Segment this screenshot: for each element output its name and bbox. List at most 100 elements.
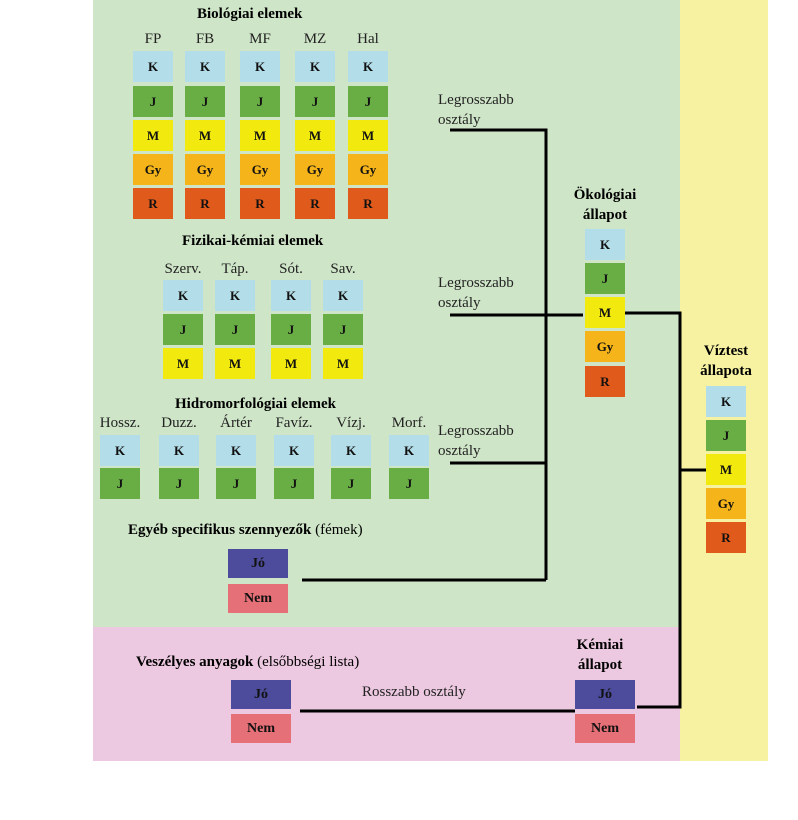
biological-class-box: M — [295, 120, 335, 151]
hydromorph-column-label: Hossz. — [99, 415, 141, 431]
specific-good-box: Jó — [228, 549, 288, 578]
waterbody-class-box: Gy — [706, 488, 746, 519]
worst-class-note-line2: osztály — [438, 443, 481, 459]
physchem-class-box: K — [323, 280, 363, 311]
biological-class-box: R — [240, 188, 280, 219]
biological-title: Biológiai elemek — [197, 6, 303, 22]
biological-column-label: MZ — [303, 31, 327, 47]
hazardous-bad-box: Nem — [231, 714, 291, 743]
biological-class-box: M — [240, 120, 280, 151]
physchem-class-box: J — [271, 314, 311, 345]
hazardous-title-normal: (elsőbbségi lista) — [257, 654, 360, 670]
ecological-class-box: K — [585, 229, 625, 260]
chemical-title: Kémiai állapot — [562, 635, 638, 675]
physchem-column-label: Táp. — [221, 261, 249, 277]
biological-class-box: K — [185, 51, 225, 82]
hazardous-good-box: Jó — [231, 680, 291, 709]
biological-class-box: M — [133, 120, 173, 151]
biological-class-box: K — [348, 51, 388, 82]
chemical-title-line1: Kémiai — [576, 637, 624, 653]
eco-to-waterbody-connector — [625, 311, 706, 472]
worst-class-note-line2: osztály — [438, 112, 481, 128]
waterbody-title-line1: Víztest — [703, 343, 749, 359]
hydromorph-class-box: J — [331, 468, 371, 499]
physchem-class-box: M — [215, 348, 255, 379]
ecological-title-line2: állapot — [582, 207, 628, 223]
ecological-class-box: Gy — [585, 331, 625, 362]
specific-title-normal: (fémek) — [315, 522, 363, 538]
hazardous-title: Veszélyes anyagok (elsőbbségi lista) — [136, 654, 359, 671]
hydromorph-column-label: Ártér — [220, 415, 252, 431]
chemical-title-line2: állapot — [577, 657, 623, 673]
biological-class-box: K — [133, 51, 173, 82]
physchem-class-box: K — [163, 280, 203, 311]
worst-class-note-line2: osztály — [438, 295, 481, 311]
biological-column-label: Hal — [357, 31, 379, 47]
biological-class-box: J — [348, 86, 388, 117]
hazardous-title-bold: Veszélyes anyagok — [136, 654, 254, 670]
waterbody-class-box: R — [706, 522, 746, 553]
biological-class-box: M — [185, 120, 225, 151]
hydromorph-class-box: K — [274, 435, 314, 466]
physchem-column-label: Szerv. — [164, 261, 202, 277]
hydromorph-column-label: Favíz. — [275, 415, 313, 431]
biological-class-box: J — [240, 86, 280, 117]
physchem-class-box: K — [271, 280, 311, 311]
ecological-class-box: J — [585, 263, 625, 294]
specific-title-bold: Egyéb specifikus szennyezők — [128, 522, 312, 538]
physchem-class-box: J — [163, 314, 203, 345]
hydromorph-column-label: Duzz. — [161, 415, 197, 431]
biological-class-box: R — [295, 188, 335, 219]
specific-bad-box: Nem — [228, 584, 288, 613]
biological-class-box: Gy — [348, 154, 388, 185]
hydromorph-class-box: K — [100, 435, 140, 466]
chemical-bad-box: Nem — [575, 714, 635, 743]
physchem-title: Fizikai-kémiai elemek — [182, 233, 324, 249]
hydromorph-class-box: J — [274, 468, 314, 499]
physchem-class-box: M — [271, 348, 311, 379]
waterbody-class-box: J — [706, 420, 746, 451]
biological-class-box: J — [185, 86, 225, 117]
hydromorph-title: Hidromorfológiai elemek — [175, 396, 336, 412]
biological-class-box: R — [185, 188, 225, 219]
physchem-column-label: Sav. — [330, 261, 356, 277]
physchem-class-box: M — [163, 348, 203, 379]
biological-class-box: M — [348, 120, 388, 151]
biological-class-box: Gy — [185, 154, 225, 185]
ecological-title: Ökológiai állapot — [562, 185, 648, 225]
ecological-class-box: M — [585, 297, 625, 328]
hydromorph-class-box: J — [389, 468, 429, 499]
biological-class-box: K — [240, 51, 280, 82]
waterbody-title: Víztest állapota — [688, 341, 764, 381]
worst-class-note-physchem: Legrosszabb osztály — [438, 273, 514, 313]
biological-column-label: FP — [144, 31, 162, 47]
biological-column-label: MF — [249, 31, 271, 47]
hydromorph-class-box: K — [216, 435, 256, 466]
chemical-good-box: Jó — [575, 680, 635, 709]
ecological-class-box: R — [585, 366, 625, 397]
hydromorph-class-box: J — [216, 468, 256, 499]
chem-to-waterbody-connector — [637, 470, 682, 709]
worst-class-note-hydromorph: Legrosszabb osztály — [438, 421, 514, 461]
physchem-class-box: K — [215, 280, 255, 311]
waterbody-class-box: K — [706, 386, 746, 417]
bio-connector — [450, 128, 548, 580]
biological-class-box: R — [133, 188, 173, 219]
biological-class-box: Gy — [295, 154, 335, 185]
biological-class-box: J — [295, 86, 335, 117]
hydromorph-column-label: Vízj. — [336, 415, 366, 431]
hydromorph-class-box: K — [159, 435, 199, 466]
waterbody-title-line2: állapota — [700, 363, 752, 379]
physchem-class-box: M — [323, 348, 363, 379]
waterbody-class-box: M — [706, 454, 746, 485]
worst-class-note-bio: Legrosszabb osztály — [438, 90, 514, 130]
hydromorph-class-box: J — [159, 468, 199, 499]
biological-class-box: K — [295, 51, 335, 82]
hydromorph-class-box: K — [331, 435, 371, 466]
worst-class-note-line1: Legrosszabb — [438, 423, 514, 439]
biological-class-box: J — [133, 86, 173, 117]
worst-class-note-line1: Legrosszabb — [438, 275, 514, 291]
biological-class-box: Gy — [240, 154, 280, 185]
waterbody-region — [680, 0, 768, 761]
